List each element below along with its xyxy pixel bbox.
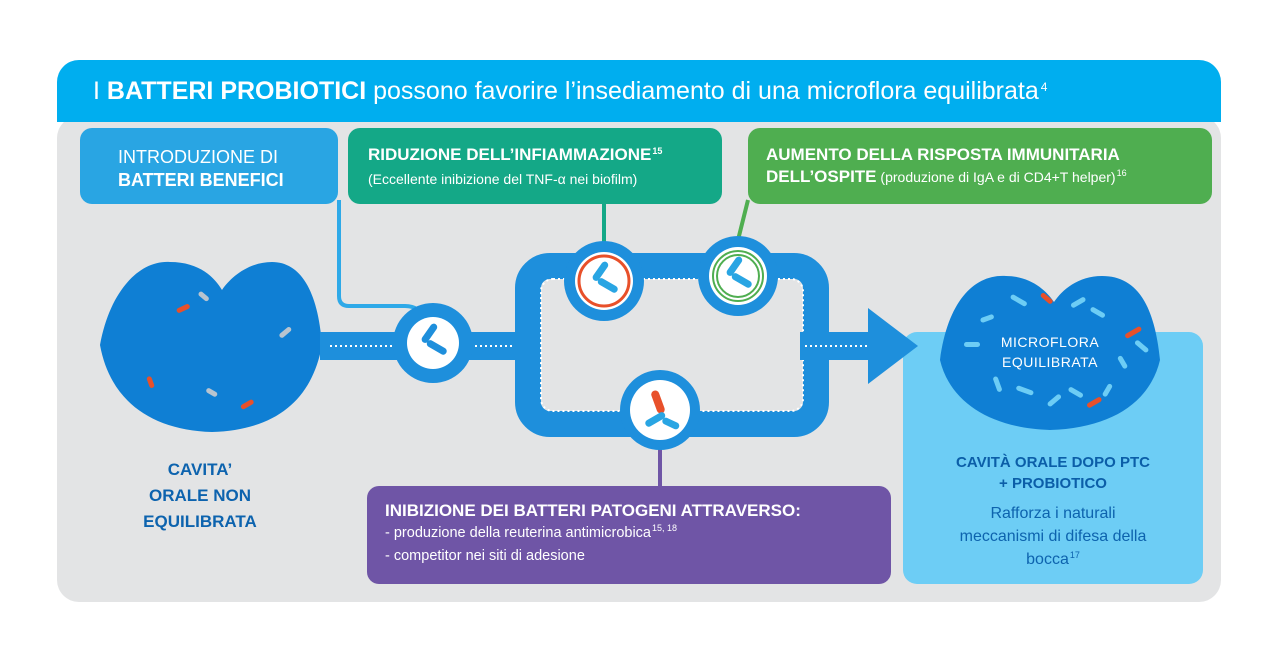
inhibition-title: INIBIZIONE DEI BATTERI PATOGENI ATTRAVER…: [385, 501, 801, 520]
bacterium: [1047, 394, 1062, 407]
bacterium: [993, 376, 1002, 392]
probiotic-bacterium: [662, 417, 680, 430]
microflora-label: MICROFLORA EQUILIBRATA: [975, 332, 1125, 372]
header-prefix: I: [93, 76, 100, 105]
bacterium: [1125, 326, 1142, 339]
inflammation-desc: (Eccellente inibizione del TNF-α nei bio…: [368, 171, 638, 187]
unbalanced-mouth-label: CAVITA’ ORALE NON EQUILIBRATA: [120, 457, 280, 535]
bacterium: [1068, 387, 1084, 398]
micro-line2: EQUILIBRATA: [1001, 354, 1098, 370]
probiotic-bacterium: [726, 256, 743, 276]
bacterium: [1117, 355, 1128, 369]
bacterium: [279, 326, 292, 338]
bacterium: [146, 376, 155, 388]
probiotic-bacterium: [592, 261, 609, 281]
result-desc-line1: Rafforza i naturali: [990, 505, 1116, 522]
unbalanced-mouth-shape: [100, 261, 322, 432]
probiotic-bacterium: [426, 340, 447, 355]
intro-box: INTRODUZIONE DI BATTERI BENEFICI: [80, 128, 338, 204]
bacterium: [1090, 307, 1106, 318]
result-description: Rafforza i naturali meccanismi di difesa…: [913, 502, 1193, 573]
immune-desc: (produzione di IgA e di CD4+T helper): [880, 169, 1116, 185]
inhibition-item1: - produzione della reuterina antimicrobi…: [385, 525, 651, 541]
header-bold-text: BATTERI PROBIOTICI: [106, 76, 367, 105]
result-title-line2: + PROBIOTICO: [999, 475, 1107, 492]
inflammation-title: RIDUZIONE DELL’INFIAMMAZIONE: [368, 145, 652, 164]
bacterium: [964, 342, 980, 347]
immune-sup: 16: [1116, 168, 1127, 178]
bacterium: [980, 314, 994, 323]
intro-line1: INTRODUZIONE DI: [118, 147, 278, 167]
inhibition-box: INIBIZIONE DEI BATTERI PATOGENI ATTRAVER…: [367, 486, 891, 584]
result-desc-sup: 17: [1069, 550, 1080, 560]
intro-line2: BATTERI BENEFICI: [118, 170, 284, 190]
bacterium: [1134, 340, 1149, 353]
left-label-line1: CAVITA’: [167, 460, 233, 479]
probiotic-bacterium: [645, 412, 666, 427]
probiotic-bacterium: [597, 278, 618, 293]
bacterium: [176, 304, 190, 313]
probiotic-bacterium: [421, 323, 438, 343]
probiotic-bacterium: [731, 273, 752, 288]
immune-connector: [736, 199, 750, 241]
inflammation-sup: 15: [652, 146, 663, 156]
result-desc-line2: meccanismi di difesa della: [959, 528, 1147, 545]
bacterium: [1010, 294, 1027, 307]
inhibition-item1-sup: 15, 18: [651, 523, 678, 533]
inflammation-box: RIDUZIONE DELL’INFIAMMAZIONE15 (Eccellen…: [348, 128, 722, 204]
inhibition-item2: - competitor nei siti di adesione: [385, 548, 585, 564]
immune-title2: DELL’OSPITE: [766, 167, 877, 186]
bacterium: [1040, 292, 1053, 304]
micro-line1: MICROFLORA: [1000, 334, 1100, 350]
left-label-line3: EQUILIBRATA: [143, 512, 257, 531]
result-title-line1: CAVITÀ ORALE DOPO PTC: [956, 454, 1150, 471]
bacterium: [1086, 397, 1102, 408]
header-sup: 4: [1040, 80, 1048, 94]
bacterium: [1102, 383, 1113, 397]
result-title: CAVITÀ ORALE DOPO PTC + PROBIOTICO: [903, 452, 1203, 494]
intro-connector: [337, 200, 427, 321]
left-label-line2: ORALE NON: [149, 486, 251, 505]
immune-box: AUMENTO DELLA RISPOSTA IMMUNITARIA DELL’…: [748, 128, 1212, 204]
header-rest-text: possono favorire l’insediamento di una m…: [373, 76, 1039, 105]
flow-arrow-head: [868, 308, 918, 384]
bacterium: [206, 388, 218, 397]
pathogen-bacterium: [651, 390, 665, 414]
bacterium: [198, 291, 209, 302]
immune-title: AUMENTO DELLA RISPOSTA IMMUNITARIA: [766, 145, 1120, 164]
bacterium: [240, 399, 254, 410]
bacterium: [1070, 297, 1086, 308]
header-banner: I BATTERI PROBIOTICI possono favorire l’…: [57, 60, 1221, 122]
result-desc-line3: bocca: [1026, 551, 1069, 568]
bacterium: [1016, 385, 1034, 396]
